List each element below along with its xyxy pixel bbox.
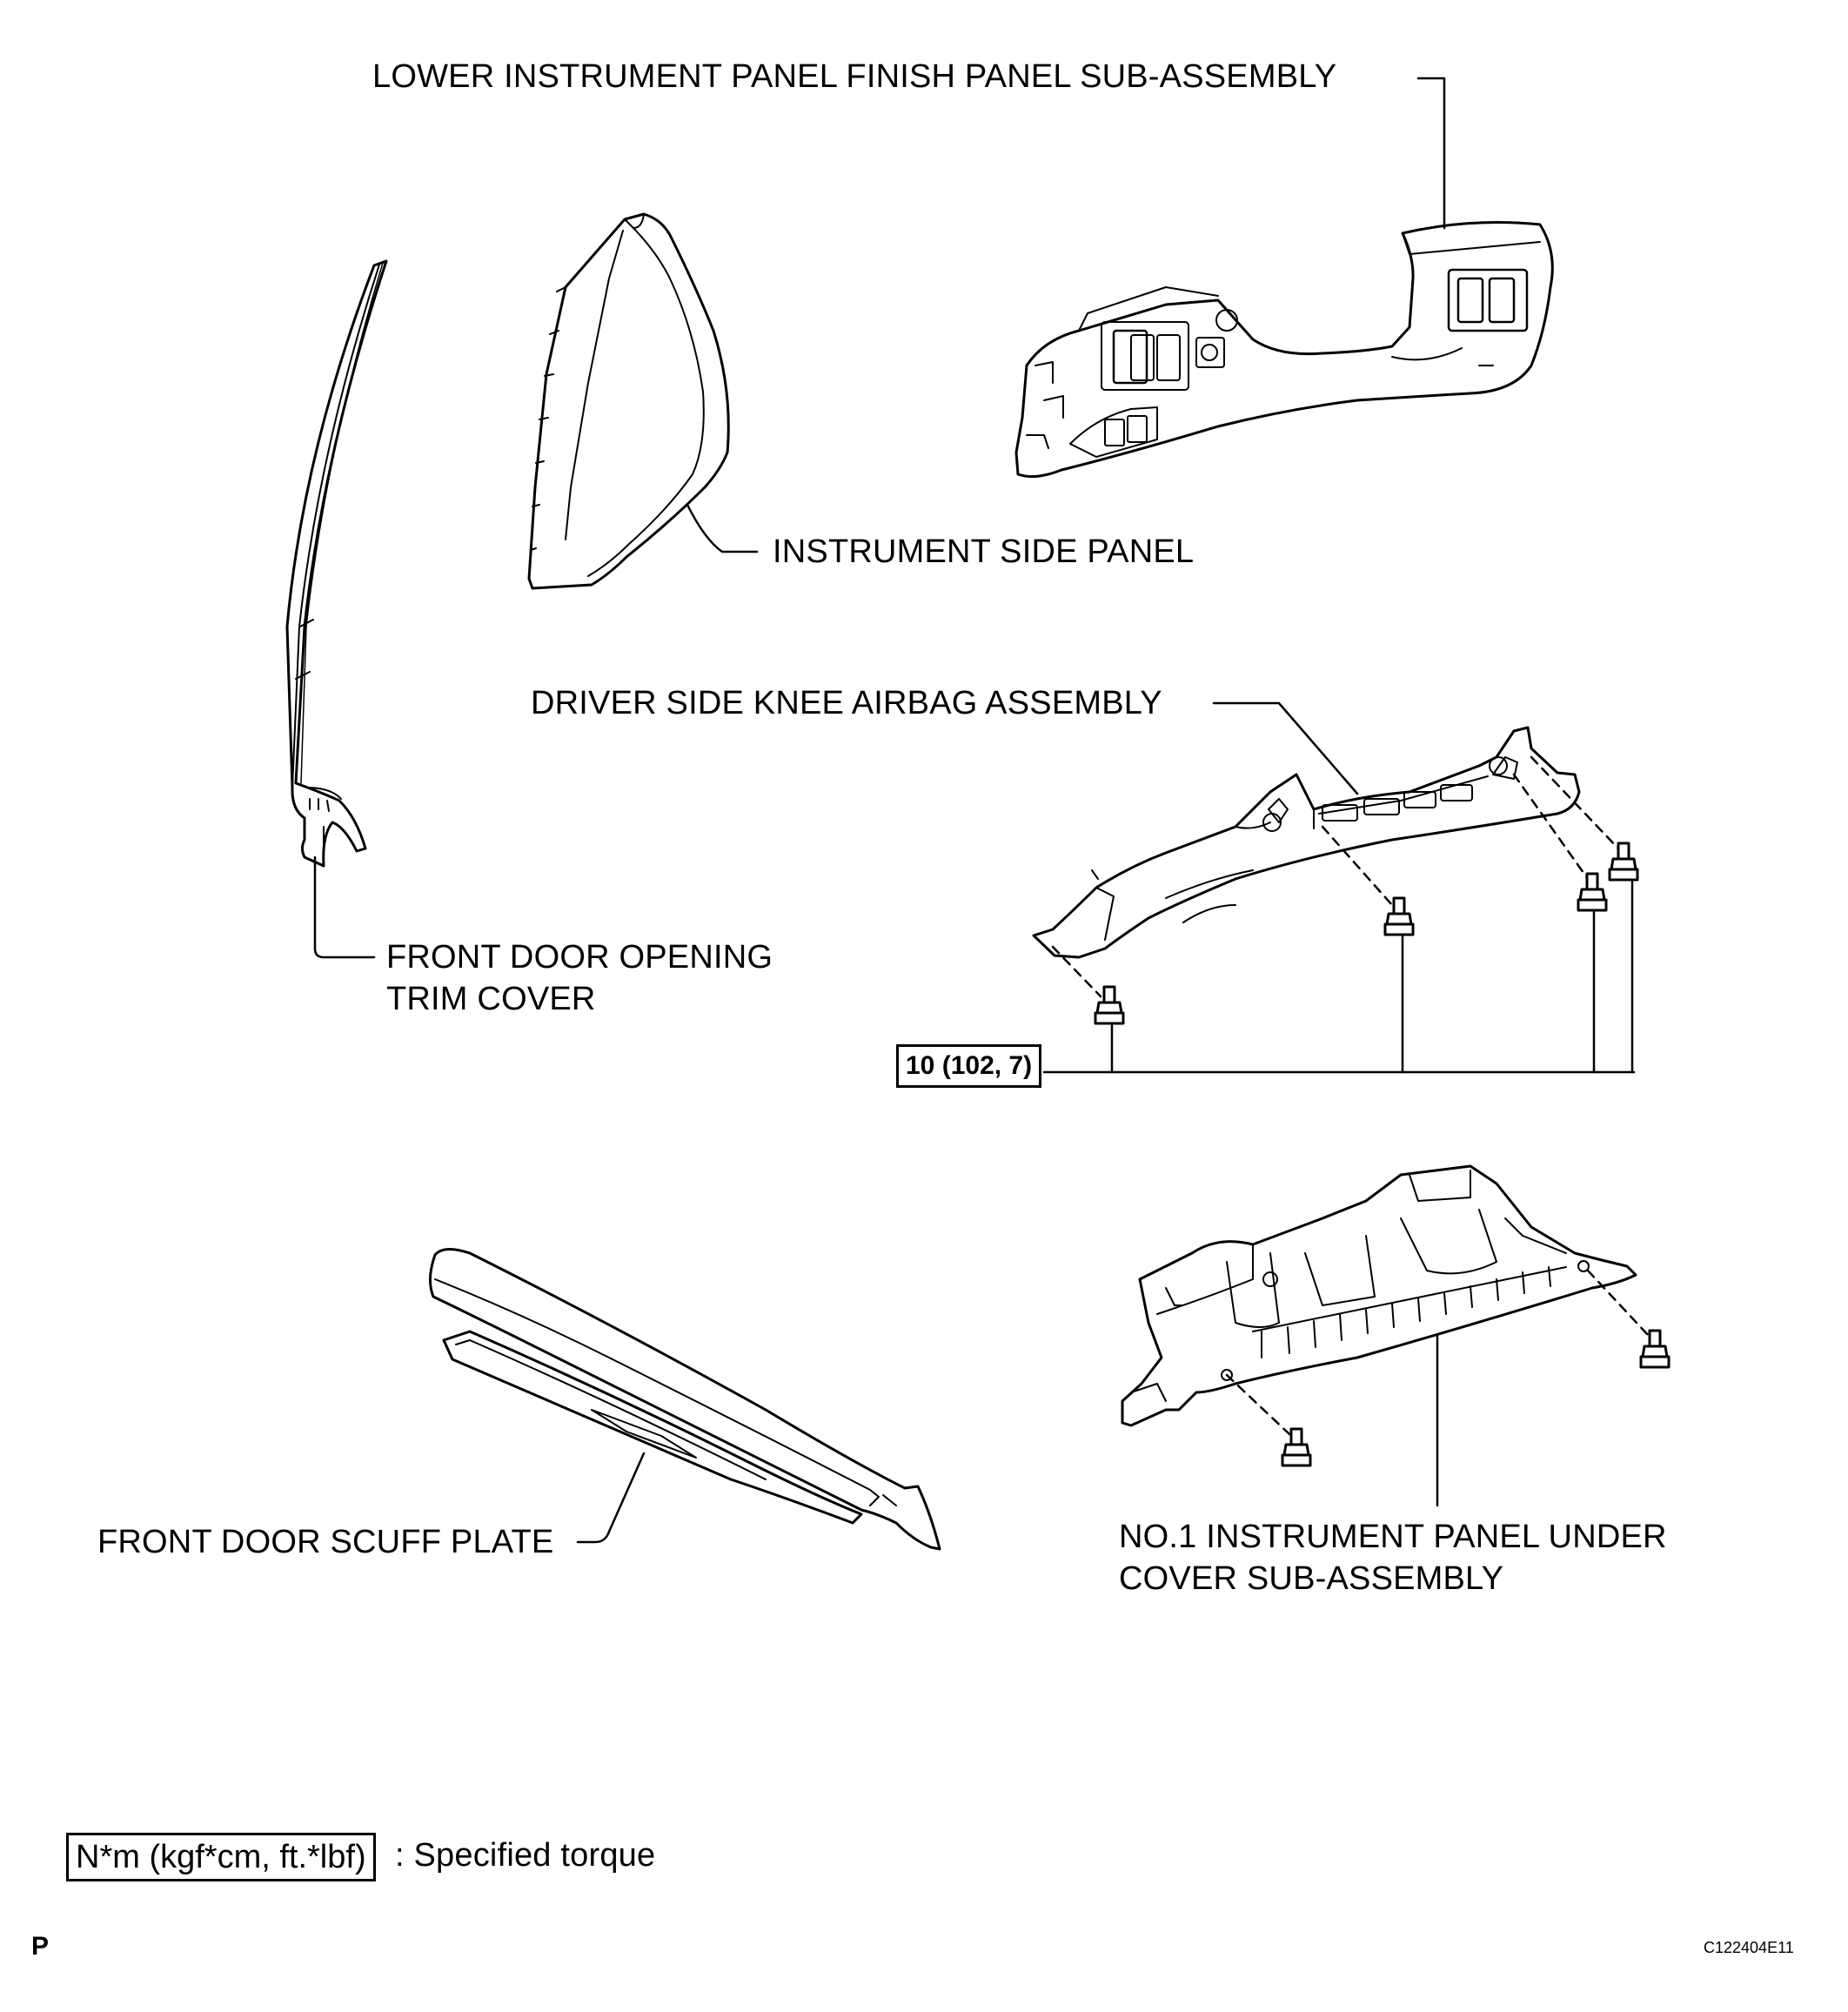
door-trim-leader-line bbox=[313, 855, 376, 959]
scuff-plate-leader-line bbox=[576, 1452, 646, 1544]
lower-panel-leader-line bbox=[1416, 77, 1446, 230]
torque-bracket-lines bbox=[1042, 879, 1636, 1074]
figure-code: C122404E11 bbox=[1704, 1939, 1794, 1956]
instrument-side-panel-part bbox=[527, 212, 730, 590]
front-door-scuff-plate-part bbox=[429, 1248, 941, 1551]
page-mark: P bbox=[31, 1932, 50, 1961]
no1-instrument-panel-under-cover-part bbox=[1121, 1164, 1637, 1427]
lower-instrument-panel-finish-panel-part bbox=[1014, 221, 1554, 479]
under-cover-bolts bbox=[1281, 1329, 1671, 1467]
front-door-opening-trim-cover-part bbox=[285, 259, 388, 868]
knee-airbag-leader-line bbox=[1212, 701, 1359, 795]
driver-side-knee-airbag-assembly-part bbox=[1032, 726, 1581, 959]
label-lower-instrument-panel-finish-panel: LOWER INSTRUMENT PANEL FINISH PANEL SUB-… bbox=[372, 58, 1337, 95]
bolt-dash-lines bbox=[1051, 755, 1620, 998]
label-front-door-opening-line1: FRONT DOOR OPENING bbox=[386, 939, 773, 976]
under-cover-bolt-dash-lines bbox=[1225, 1269, 1650, 1436]
label-under-cover-line2: COVER SUB-ASSEMBLY bbox=[1119, 1560, 1504, 1597]
legend-units-box: N*m (kgf*cm, ft.*lbf) bbox=[66, 1833, 376, 1881]
torque-spec-box: 10 (102, 7) bbox=[896, 1044, 1042, 1088]
label-front-door-scuff-plate: FRONT DOOR SCUFF PLATE bbox=[97, 1524, 554, 1560]
label-under-cover-line1: NO.1 INSTRUMENT PANEL UNDER bbox=[1119, 1519, 1667, 1555]
legend-description: : Specified torque bbox=[395, 1837, 656, 1874]
label-front-door-opening-line2: TRIM COVER bbox=[386, 981, 596, 1017]
label-driver-side-knee-airbag: DRIVER SIDE KNEE AIRBAG ASSEMBLY bbox=[531, 685, 1162, 721]
side-panel-leader-line bbox=[686, 503, 759, 553]
knee-airbag-bolts bbox=[1094, 842, 1639, 1025]
label-instrument-side-panel: INSTRUMENT SIDE PANEL bbox=[773, 533, 1195, 570]
